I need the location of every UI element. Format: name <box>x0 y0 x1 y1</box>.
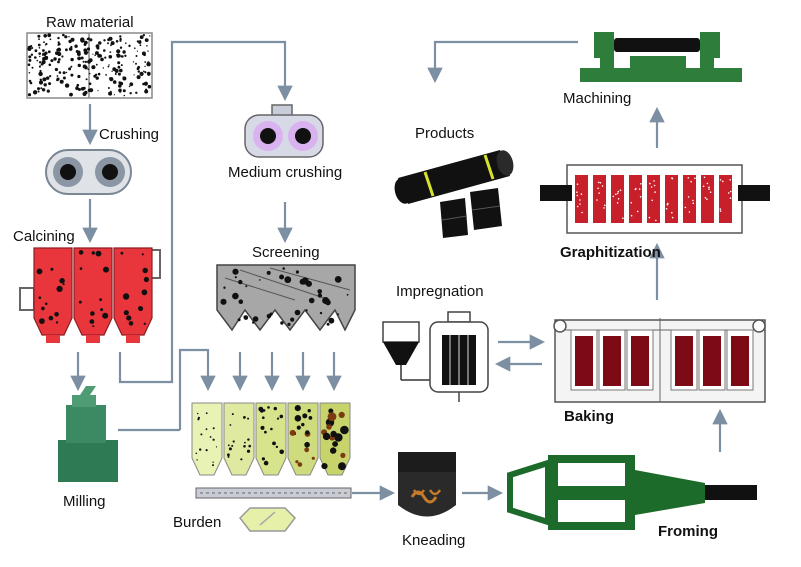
milling-machine <box>58 386 118 482</box>
label-products: Products <box>415 125 475 142</box>
label-froming: Froming <box>658 523 718 540</box>
label-kneading: Kneading <box>402 532 466 549</box>
label-impregnation: Impregnation <box>396 283 484 300</box>
label-burden: Burden <box>173 514 222 531</box>
products-electrodes <box>394 150 514 238</box>
arrow-calcining-to-medium-crushing <box>118 40 293 384</box>
label-crushing: Crushing <box>99 126 160 143</box>
label-milling: Milling <box>63 493 106 510</box>
arrow-screening-to-burden <box>178 348 216 430</box>
machining-lathe <box>580 32 742 82</box>
graphitization-furnace <box>540 164 770 234</box>
forming-press <box>507 455 757 530</box>
label-baking: Baking <box>564 408 615 425</box>
kneader <box>398 452 456 517</box>
burden-silos <box>191 402 352 532</box>
medium-crusher <box>244 104 324 158</box>
label-raw-material: Raw material <box>46 14 134 31</box>
label-graphitization: Graphitization <box>560 244 661 261</box>
calcining-furnace <box>19 247 161 343</box>
crushing-rollers <box>45 149 132 195</box>
label-machining: Machining <box>563 90 632 107</box>
label-calcining: Calcining <box>13 228 75 245</box>
raw-material-box <box>26 32 153 99</box>
flow-arrows <box>70 40 728 501</box>
label-screening: Screening <box>252 244 320 261</box>
impregnation-unit <box>382 311 489 402</box>
screening-unit <box>216 264 356 332</box>
label-medium-crushing: Medium crushing <box>228 164 343 181</box>
baking-furnace <box>553 318 766 403</box>
arrow-machining-to-products <box>427 40 578 84</box>
